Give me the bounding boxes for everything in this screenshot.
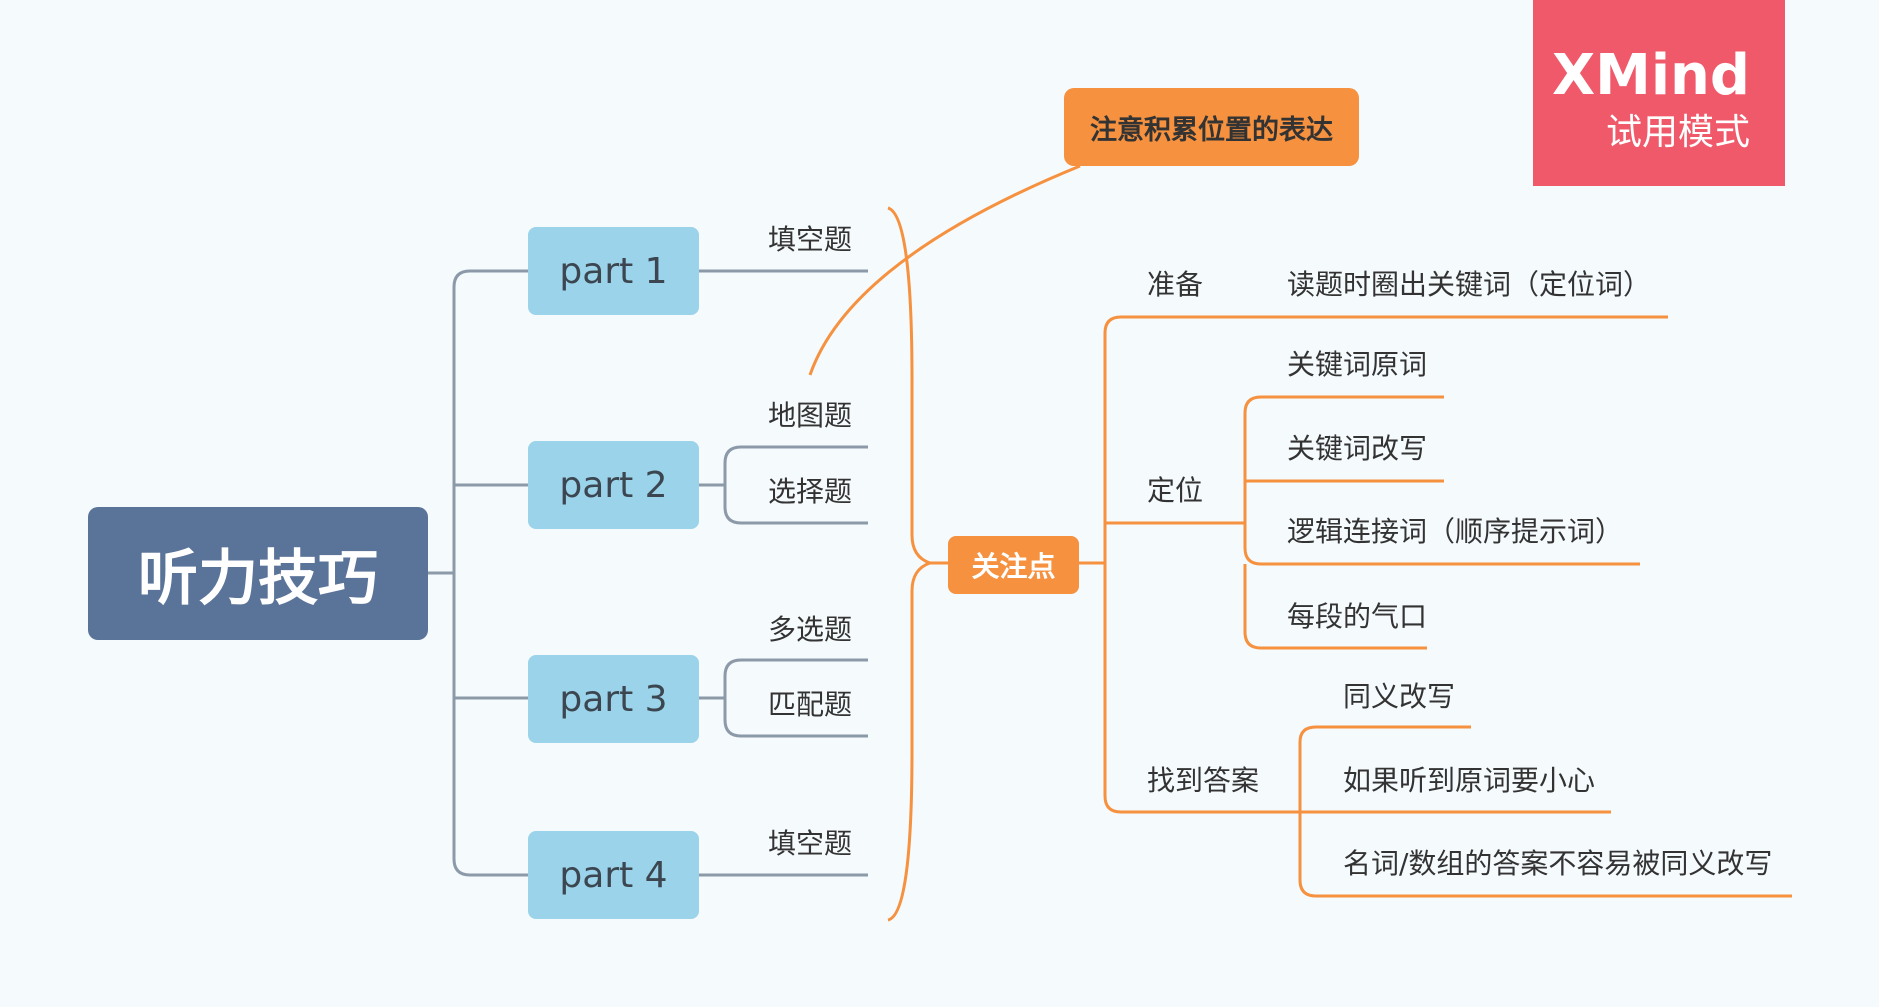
summary-topic[interactable]: 关注点	[948, 536, 1079, 594]
callout-note-label: 注意积累位置的表达	[1090, 114, 1333, 146]
item-nouns-numbers[interactable]: 名词/数组的答案不容易被同义改写	[1343, 847, 1773, 880]
item-paragraph-breaks[interactable]: 每段的气口	[1287, 600, 1428, 633]
item-beware-original-words[interactable]: 如果听到原词要小心	[1343, 764, 1596, 797]
branch-find-answer[interactable]: 找到答案	[1147, 764, 1260, 797]
trial-mode-label: 试用模式	[1605, 112, 1750, 153]
subtopic-part3-multi-choice[interactable]: 多选题	[768, 613, 853, 646]
topic-part-1-label: part 1	[559, 250, 668, 292]
item-circle-keywords[interactable]: 读题时圈出关键词（定位词）	[1287, 268, 1652, 301]
topic-part-2-label: part 2	[559, 464, 668, 506]
item-keyword-paraphrase[interactable]: 关键词改写	[1287, 432, 1428, 465]
subtopic-part1-fill-blank[interactable]: 填空题	[768, 223, 853, 256]
topic-part-2[interactable]: part 2	[528, 441, 699, 529]
xmind-trial-watermark: XMind 试用模式	[1533, 0, 1785, 186]
root-topic-label: 听力技巧	[138, 544, 378, 614]
root-topic[interactable]: 听力技巧	[88, 507, 428, 640]
subtopic-part3-matching[interactable]: 匹配题	[768, 688, 853, 721]
item-synonym-paraphrase[interactable]: 同义改写	[1343, 680, 1456, 713]
topic-part-4-label: part 4	[559, 854, 668, 896]
branch-locate[interactable]: 定位	[1147, 474, 1204, 507]
item-keyword-original[interactable]: 关键词原词	[1287, 348, 1428, 381]
topic-part-1[interactable]: part 1	[528, 227, 699, 315]
topic-part-3[interactable]: part 3	[528, 655, 699, 743]
summary-topic-label: 关注点	[971, 550, 1056, 583]
xmind-brand: XMind	[1551, 43, 1750, 108]
subtopic-part2-map[interactable]: 地图题	[768, 399, 853, 432]
subtopic-part2-choice[interactable]: 选择题	[768, 475, 853, 508]
subtopic-part4-fill-blank[interactable]: 填空题	[768, 827, 853, 860]
callout-note[interactable]: 注意积累位置的表达	[1064, 88, 1359, 166]
topic-part-4[interactable]: part 4	[528, 831, 699, 919]
branch-prepare[interactable]: 准备	[1147, 268, 1204, 301]
item-logic-connectors[interactable]: 逻辑连接词（顺序提示词）	[1287, 515, 1624, 548]
topic-part-3-label: part 3	[559, 678, 668, 720]
